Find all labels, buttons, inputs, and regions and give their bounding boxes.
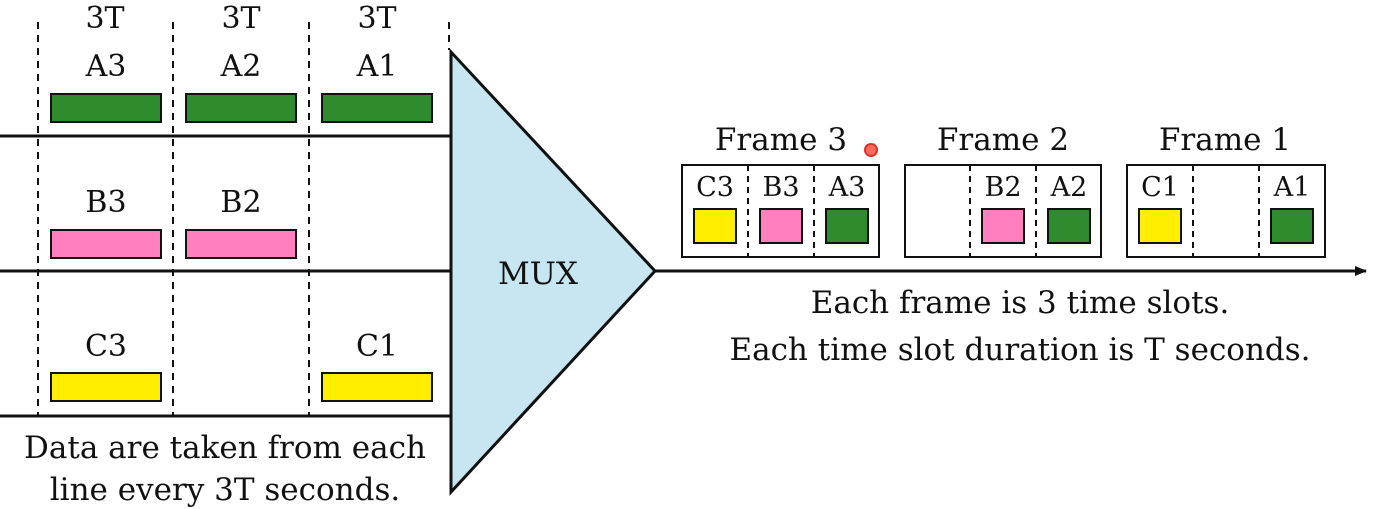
pointer-dot-icon — [864, 143, 878, 157]
frame-1-title: Frame 1 — [1159, 122, 1291, 158]
frame-3-box — [681, 164, 880, 258]
data-block-c3 — [50, 372, 162, 402]
data-block-a3 — [50, 93, 162, 123]
frame-2-slot-3-label: A2 — [1050, 172, 1088, 203]
data-label-b2: B2 — [220, 185, 261, 220]
data-block-b2 — [185, 229, 297, 259]
frame-1-box — [1126, 164, 1326, 258]
frame-3-slot-3-label: A3 — [828, 172, 866, 203]
column-header-2: 3T — [221, 1, 260, 36]
frame-1-slot-3-label: A1 — [1273, 172, 1311, 203]
frame-2-slot-2-block — [981, 208, 1025, 244]
frame-3-slot-1-block — [693, 208, 737, 244]
output-caption-line-2: Each time slot duration is T seconds. — [729, 332, 1310, 368]
frame-3-slot-2-label: B3 — [762, 172, 799, 203]
data-block-c1 — [321, 372, 433, 402]
frame-3-slot-3-block — [825, 208, 869, 244]
frame-3-slot-2-block — [759, 208, 803, 244]
frame-3-slot-1-label: C3 — [696, 172, 734, 203]
output-caption-line-1: Each frame is 3 time slots. — [811, 285, 1230, 321]
data-label-a3: A3 — [85, 49, 127, 84]
frame-1-slot-3-block — [1270, 208, 1314, 244]
frame-2-slot-3-block — [1047, 208, 1091, 244]
data-block-a2 — [185, 93, 297, 123]
frame-2-title: Frame 2 — [937, 122, 1069, 158]
column-header-1: 3T — [357, 1, 396, 36]
data-label-c3: C3 — [85, 329, 127, 364]
data-label-a2: A2 — [220, 49, 262, 84]
data-block-a1 — [321, 93, 433, 123]
input-caption-line-1: Data are taken from each — [24, 430, 426, 466]
data-label-b3: B3 — [85, 185, 126, 220]
column-header-3: 3T — [85, 1, 124, 36]
frame-2-box — [904, 164, 1102, 258]
input-caption-line-2: line every 3T seconds. — [50, 472, 401, 508]
mux-label: MUX — [498, 256, 578, 292]
data-label-a1: A1 — [356, 49, 398, 84]
data-label-c1: C1 — [356, 329, 398, 364]
data-block-b3 — [50, 229, 162, 259]
frame-2-slot-2-label: B2 — [984, 172, 1021, 203]
input-lines — [0, 134, 452, 418]
frame-1-slot-1-label: C1 — [1141, 172, 1179, 203]
frame-1-slot-1-block — [1138, 208, 1182, 244]
mux-triangle — [449, 48, 658, 496]
frame-3-title: Frame 3 — [715, 122, 847, 158]
input-slot-dividers — [37, 22, 450, 416]
